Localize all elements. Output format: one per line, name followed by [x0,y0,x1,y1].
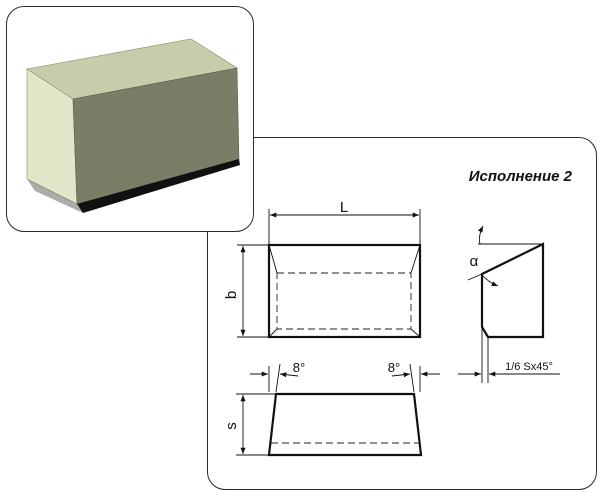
top-view-hidden-edges [276,272,412,330]
front-view-outline [267,392,423,457]
dimension-width-label: b [223,291,240,299]
dimension-length-label: L [340,199,348,216]
dimension-width: b [223,244,268,338]
chamfer-note: 1/6 Sx45° [505,361,553,373]
dimension-height: s [223,393,275,456]
render-panel [6,6,254,232]
block-bottom-strip [77,159,240,213]
dimension-height-label: s [223,422,240,430]
dimension-length: L [268,199,421,244]
angle-left: 8° [250,360,305,393]
front-view [267,392,423,457]
block-bottom-shadow [27,179,83,213]
side-view-outline [480,242,545,339]
side-view: α 1/6 Sx45° [458,225,560,383]
angle-left-label: 8° [293,360,305,375]
block-render [26,38,240,213]
top-view-outline [267,243,422,339]
angle-right: 8° [388,360,440,393]
angle-alpha-label: α [470,253,479,270]
angle-right-label: 8° [388,360,400,375]
top-view [267,243,422,339]
drawing-title: Исполнение 2 [469,168,573,185]
